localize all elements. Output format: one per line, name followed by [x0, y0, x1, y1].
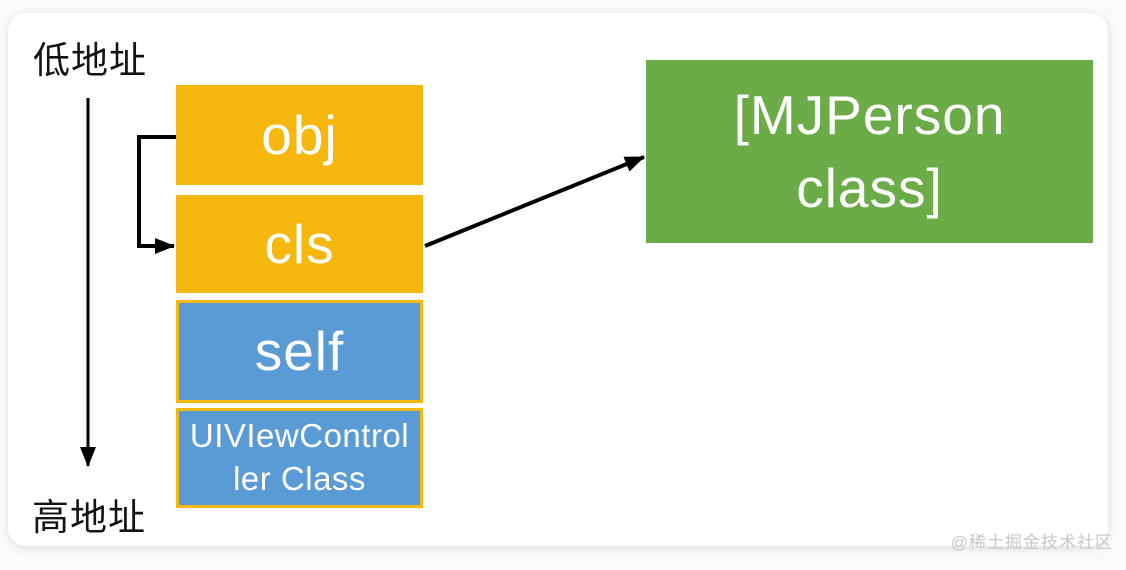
mjperson-class-box: [MJPerson class] [646, 60, 1093, 243]
cls-box-label: cls [264, 212, 335, 275]
uiviewcontroller-class-box: UIVIewControl ler Class [176, 408, 423, 508]
uiviewcontroller-class-label-line2: ler Class [233, 460, 366, 497]
watermark: @稀土掘金技术社区 [950, 533, 1113, 552]
obj-box-label: obj [261, 103, 338, 166]
high-address-label: 高地址 [32, 498, 146, 539]
mjperson-class-label-line1: [MJPerson [733, 83, 1006, 146]
uiviewcontroller-class-label-line1: UIVIewControl [189, 417, 410, 455]
self-box: self [176, 300, 423, 403]
self-box-label: self [254, 320, 345, 382]
obj-box: obj [176, 85, 423, 185]
mjperson-class-label-line2: class] [796, 156, 943, 219]
cls-box: cls [176, 195, 423, 293]
low-address-label: 低地址 [33, 41, 147, 82]
